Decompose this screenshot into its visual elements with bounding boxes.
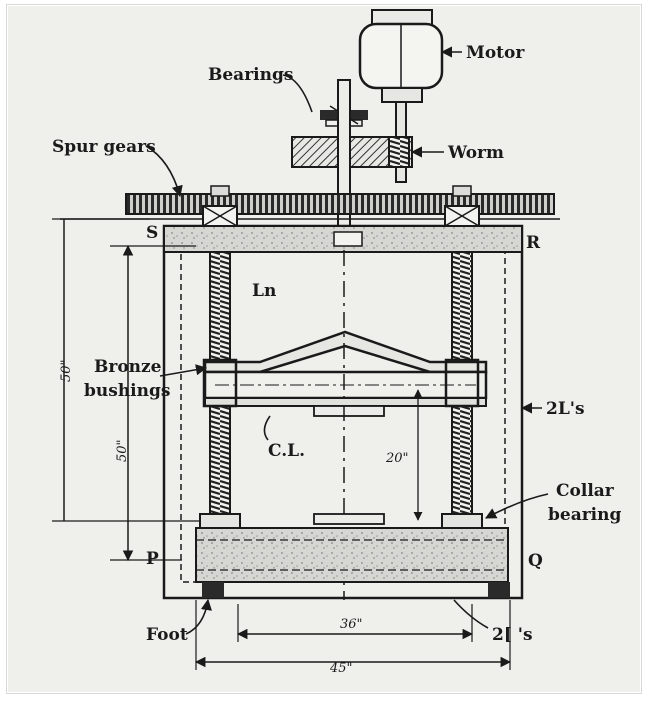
label-channel-top: Ln — [252, 281, 276, 301]
foot-leader — [185, 598, 212, 635]
label-2-channels: 2[ 's — [492, 625, 533, 645]
photo-border — [6, 4, 642, 694]
label-spur-gears: Spur gears — [52, 137, 156, 157]
label-motor: Motor — [466, 43, 525, 63]
label-bronze-1: Bronze — [94, 357, 162, 377]
lower-die — [313, 513, 385, 525]
dim-stroke: 20" — [385, 451, 409, 466]
label-collar-1: Collar — [556, 481, 615, 501]
label-foot: Foot — [146, 625, 188, 645]
top-bearing-left — [202, 185, 238, 227]
bronze-bushings-leader — [159, 364, 208, 377]
foot-left — [202, 582, 224, 598]
label-bearings: Bearings — [208, 65, 293, 85]
top-bearing-right — [444, 185, 480, 227]
spur-gears-leader — [145, 145, 183, 198]
collar-bearing-leader — [485, 493, 549, 519]
thrust-bearing — [333, 231, 363, 247]
span-dimension-outer — [194, 600, 512, 670]
dim-height-inner: 50" — [115, 439, 130, 462]
bearings-leader — [282, 74, 313, 113]
point-s: S — [146, 223, 158, 243]
label-bronze-2: bushings — [84, 381, 170, 401]
bed-plate — [195, 527, 509, 583]
point-r: R — [526, 233, 541, 253]
dim-height-outer: 50" — [59, 359, 74, 382]
dim-span-inner: 36" — [340, 617, 363, 632]
dim-span-outer: 45" — [329, 661, 353, 676]
span-dimension-inner — [236, 604, 474, 642]
point-q: Q — [528, 551, 543, 571]
cl-leader — [263, 415, 271, 441]
point-p: P — [146, 549, 159, 569]
label-centerline: C.L. — [268, 441, 305, 461]
label-worm: Worm — [447, 143, 504, 163]
label-2ls: 2L's — [546, 399, 585, 419]
channels-leader — [453, 599, 489, 629]
label-collar-2: bearing — [548, 505, 621, 525]
foot-right — [488, 582, 510, 598]
bronze-bushing-right — [444, 358, 480, 408]
height-dimension-inner — [110, 244, 196, 562]
bronze-bushing-left — [202, 358, 238, 408]
